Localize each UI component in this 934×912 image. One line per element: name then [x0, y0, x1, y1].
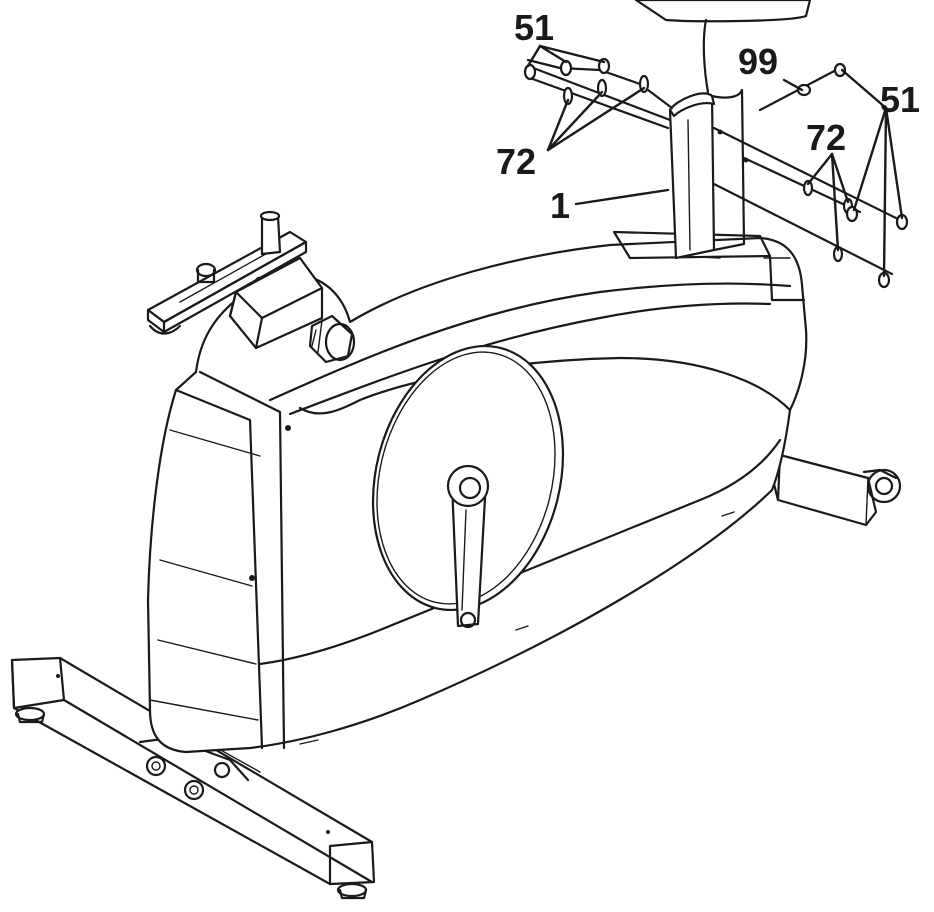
seat-post: [634, 0, 812, 260]
crank-arm: [446, 464, 490, 629]
front-stabilizer: [10, 656, 376, 900]
callout-labels: 51 99 51 72 72 1: [496, 7, 920, 226]
handlebar-bracket: [146, 210, 324, 350]
callout-51-right: 51: [880, 79, 920, 120]
leader-lines: [526, 44, 904, 278]
callout-72-left: 72: [496, 141, 536, 182]
callout-51-left: 51: [514, 7, 554, 48]
callout-72-right: 72: [806, 117, 846, 158]
rear-stabilizer: [768, 453, 902, 527]
callout-99: 99: [738, 41, 778, 82]
tension-knob: [308, 314, 356, 364]
callout-1: 1: [550, 185, 570, 226]
